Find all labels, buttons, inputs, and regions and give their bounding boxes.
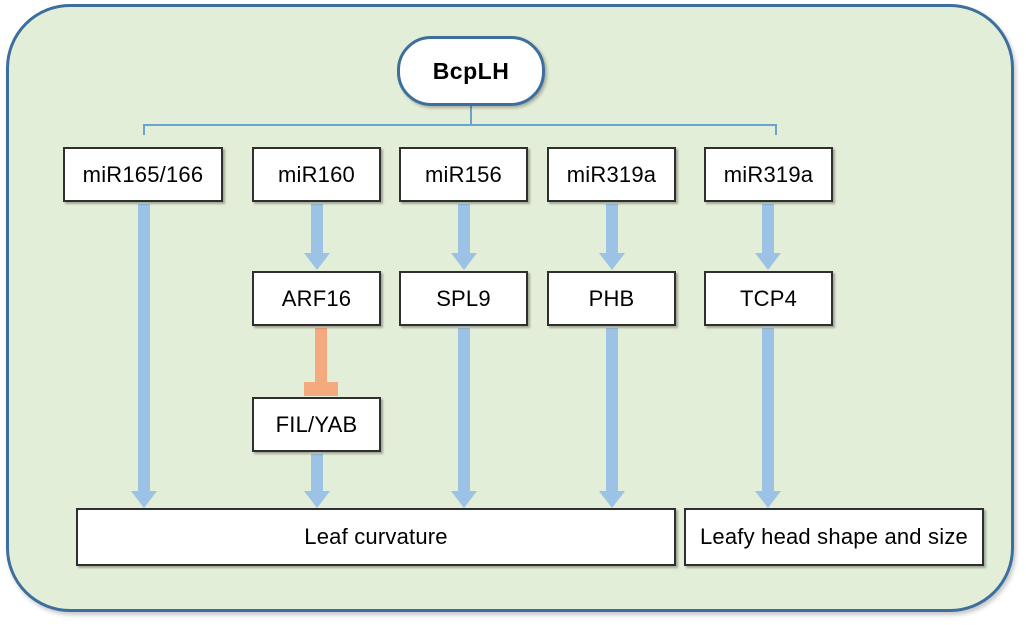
node-leaf-curvature[interactable]: Leaf curvature <box>76 508 676 566</box>
arrow-fil-yab-to-leaf-curvature <box>304 454 330 508</box>
arrow-spl9-to-leaf-curvature <box>451 328 477 508</box>
node-mir165-166-label: miR165/166 <box>82 161 204 187</box>
bracket-horizontal-span <box>143 124 777 126</box>
node-mir165-166[interactable]: miR165/166 <box>63 147 223 202</box>
arrow-mir165-166-to-leaf-curvature <box>131 204 157 508</box>
node-spl9-label: SPL9 <box>436 285 491 311</box>
inhibition-arf16-to-fil-yab <box>304 328 338 396</box>
bracket-right-tick <box>775 124 777 135</box>
arrow-mir319a-to-tcp4 <box>755 204 781 270</box>
node-mir319a-tcp4[interactable]: miR319a <box>704 147 833 202</box>
node-fil-yab[interactable]: FIL/YAB <box>252 397 381 452</box>
arrow-mir156-to-spl9 <box>451 204 477 270</box>
bracket-left-tick <box>143 124 145 135</box>
node-leaf-curvature-label: Leaf curvature <box>304 524 448 549</box>
node-phb-label: PHB <box>588 285 635 311</box>
node-mir160[interactable]: miR160 <box>252 147 381 202</box>
node-mir160-label: miR160 <box>277 161 355 187</box>
node-arf16[interactable]: ARF16 <box>252 271 381 326</box>
node-mir319a-phb-label: miR319a <box>566 161 657 187</box>
node-tcp4[interactable]: TCP4 <box>704 271 833 326</box>
arrow-phb-to-leaf-curvature <box>599 328 625 508</box>
arrow-mir160-to-arf16 <box>304 204 330 270</box>
node-mir319a-phb[interactable]: miR319a <box>547 147 676 202</box>
bracket-vertical-stem <box>470 106 472 125</box>
node-arf16-label: ARF16 <box>281 285 352 311</box>
node-fil-yab-label: FIL/YAB <box>275 411 358 437</box>
node-mir319a-tcp4-label: miR319a <box>723 161 814 187</box>
node-bcplh[interactable]: BcpLH <box>397 36 545 106</box>
node-phb[interactable]: PHB <box>547 271 676 326</box>
arrow-tcp4-to-leafy-head-shape-and-size <box>755 328 781 508</box>
node-leafy-head-shape-and-size-label: Leafy head shape and size <box>700 524 968 549</box>
node-spl9[interactable]: SPL9 <box>399 271 528 326</box>
node-bcplh-label: BcpLH <box>432 57 510 84</box>
node-tcp4-label: TCP4 <box>739 285 798 311</box>
node-mir156[interactable]: miR156 <box>399 147 528 202</box>
arrow-mir319a-to-phb <box>599 204 625 270</box>
node-leafy-head-shape-and-size[interactable]: Leafy head shape and size <box>684 508 984 566</box>
node-mir156-label: miR156 <box>424 161 502 187</box>
